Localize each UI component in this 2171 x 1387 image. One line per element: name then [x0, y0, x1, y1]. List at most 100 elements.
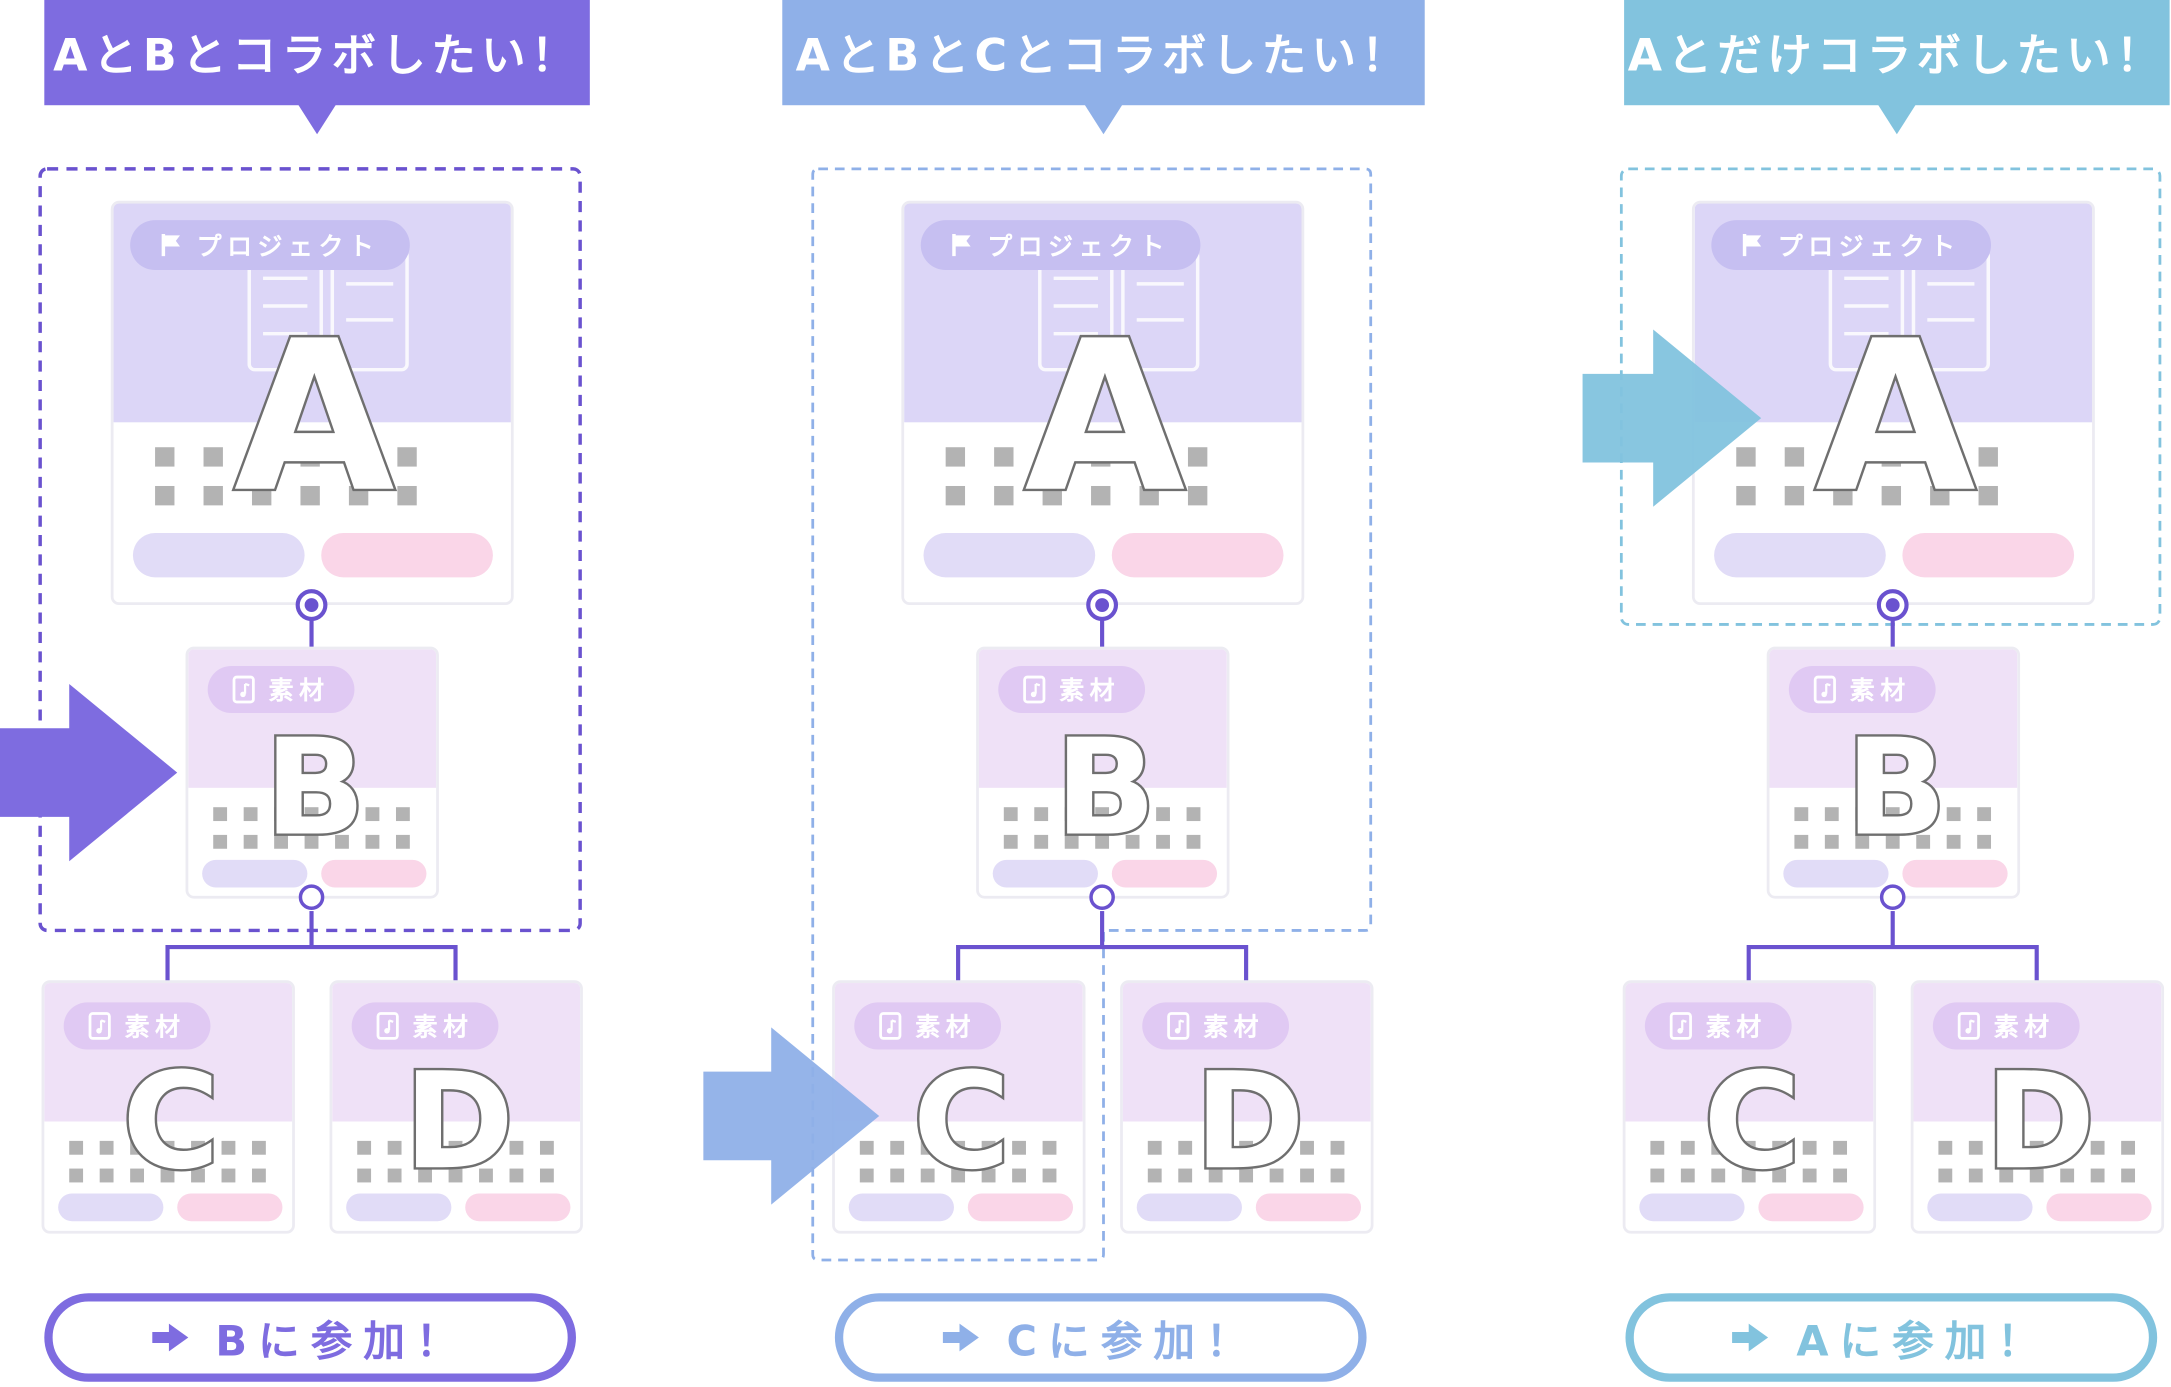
music-file-icon [1957, 1012, 1980, 1040]
material-tag: 素材 [998, 665, 1146, 714]
material-card-b[interactable]: 素材 B [976, 646, 1230, 899]
music-file-icon [88, 1012, 111, 1040]
placeholder-text-blocks [1650, 1140, 1848, 1183]
placeholder-text-blocks [155, 447, 417, 506]
project-tag: プロジェクト [130, 220, 410, 270]
panel-a-only: Aとだけコラボしたい！ プロジェクト [1423, 0, 2171, 1387]
placeholder-text-blocks [1794, 807, 1992, 849]
connector-node-open [1879, 884, 1906, 911]
connector-node-open [298, 884, 325, 911]
panel-a-b-and-c: AとBとCとコラボしたい！ プロジェクト [702, 0, 1450, 1387]
pill-pink [321, 859, 427, 888]
flag-icon [1742, 233, 1762, 257]
node-letter-c: C [1701, 1043, 1803, 1200]
node-letter-a: A [1022, 297, 1188, 539]
pointer-arrow-icon [1582, 329, 1762, 507]
pill-lavender [1639, 1193, 1745, 1222]
node-letter-b: B [262, 710, 368, 866]
join-button[interactable]: Bに参加！ [44, 1293, 576, 1382]
music-file-icon [1167, 1012, 1190, 1040]
node-letter-c: C [910, 1043, 1012, 1200]
material-tag: 素材 [1788, 665, 1936, 714]
pill-lavender [346, 1193, 452, 1222]
tree-connectors [1746, 620, 2039, 984]
placeholder-text-blocks [859, 1140, 1057, 1183]
node-letter-a: A [232, 297, 398, 539]
placeholder-text-blocks [1147, 1140, 1345, 1183]
pill-lavender [1714, 533, 1886, 578]
pill-lavender [848, 1193, 954, 1222]
banner: AとBとコラボしたい！ [44, 0, 590, 135]
material-tag: 素材 [1644, 1002, 1792, 1050]
material-tag: 素材 [63, 1002, 211, 1050]
pill-pink [321, 533, 493, 578]
connector-node-filled [295, 589, 328, 621]
material-card-c[interactable]: 素材 C [1622, 980, 1877, 1234]
music-file-icon [1023, 675, 1046, 704]
arrow-right-icon [1732, 1323, 1769, 1352]
connector-node-filled [1876, 589, 1909, 621]
pill-lavender [202, 859, 308, 888]
pill-lavender [1136, 1193, 1242, 1222]
banner-text: AとBとCとコラボしたい！ [795, 29, 1412, 82]
material-card-d[interactable]: 素材 D [1120, 980, 1374, 1234]
material-card-d[interactable]: 素材 D [329, 980, 583, 1234]
banner-text: Aとだけコラボしたい！ [1627, 29, 2167, 82]
sketch-decoration [247, 248, 409, 372]
pill-pink [967, 1193, 1074, 1222]
material-tag: 素材 [351, 1002, 499, 1050]
pill-lavender [58, 1193, 164, 1222]
project-card-a[interactable]: プロジェクト A [901, 200, 1305, 606]
pointer-arrow-icon [703, 1027, 880, 1205]
flag-icon [161, 233, 180, 257]
pointer-arrow-icon [0, 683, 178, 862]
material-tag: 素材 [854, 1002, 1002, 1050]
pill-pink [465, 1193, 571, 1222]
node-letter-b: B [1052, 710, 1158, 866]
pill-lavender [132, 533, 305, 578]
node-letter-b: B [1843, 710, 1949, 866]
pill-pink [177, 1193, 283, 1222]
tree-connectors [165, 620, 458, 984]
banner-text: AとBとコラボしたい！ [53, 29, 581, 82]
join-button[interactable]: Cに参加！ [834, 1293, 1367, 1382]
pill-pink [2046, 1193, 2152, 1222]
material-card-c[interactable]: 素材 C [41, 980, 295, 1234]
pill-pink [1111, 533, 1284, 578]
pill-lavender [923, 533, 1096, 578]
node-letter-c: C [120, 1043, 222, 1200]
pill-pink [1111, 859, 1218, 888]
placeholder-text-blocks [213, 807, 410, 849]
placeholder-text-blocks [1003, 807, 1201, 849]
placeholder-text-blocks [945, 447, 1208, 506]
panel-a-and-b: AとBとコラボしたい！ プロジェクト [0, 0, 748, 1387]
material-card-b[interactable]: 素材 B [1766, 646, 2021, 899]
placeholder-text-blocks [1736, 447, 1998, 506]
pill-lavender [992, 859, 1098, 888]
placeholder-text-blocks [69, 1140, 266, 1183]
pill-pink [1902, 533, 2075, 578]
material-tag: 素材 [207, 665, 355, 714]
pill-lavender [1783, 859, 1889, 888]
node-letter-a: A [1813, 297, 1979, 539]
music-file-icon [879, 1012, 902, 1040]
banner: AとBとCとコラボしたい！ [782, 0, 1425, 135]
selection-outline [811, 167, 1373, 1262]
placeholder-text-blocks [357, 1140, 554, 1183]
flag-icon [952, 233, 971, 257]
connector-node-filled [1086, 589, 1119, 621]
node-letter-d: D [1192, 1043, 1307, 1200]
music-file-icon [1669, 1012, 1692, 1040]
project-card-a[interactable]: プロジェクト A [1691, 200, 2095, 606]
banner: Aとだけコラボしたい！ [1624, 0, 2170, 135]
material-tag: 素材 [1142, 1002, 1290, 1050]
project-card-a[interactable]: プロジェクト A [110, 200, 514, 606]
arrow-right-icon [942, 1323, 979, 1352]
join-button[interactable]: Aに参加！ [1625, 1293, 2158, 1382]
music-file-icon [1813, 675, 1836, 704]
material-card-c[interactable]: 素材 C [832, 980, 1086, 1234]
connector-node-open [1089, 884, 1115, 911]
material-card-d[interactable]: 素材 D [1910, 980, 2165, 1234]
pill-lavender [1927, 1193, 2033, 1222]
material-card-b[interactable]: 素材 B [185, 646, 439, 899]
